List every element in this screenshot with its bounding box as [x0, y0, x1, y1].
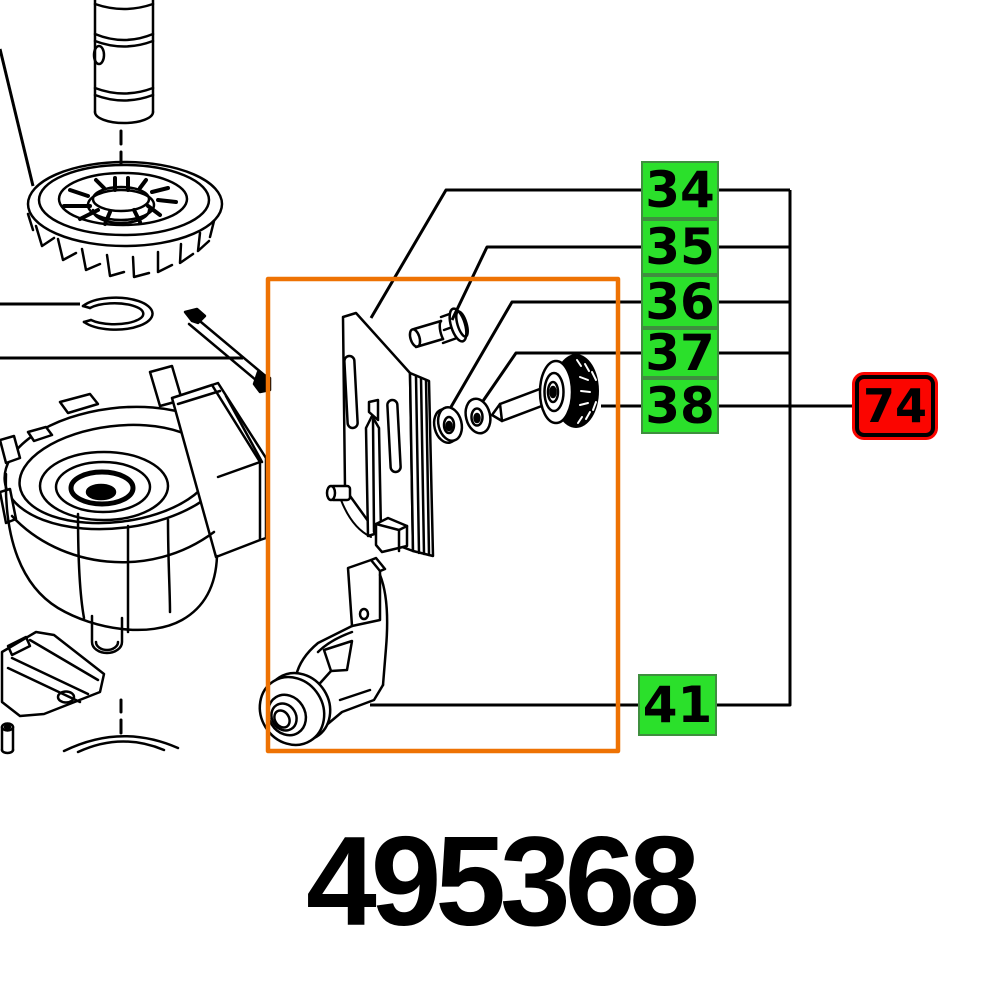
part-callout-38[interactable]: 38 [641, 378, 719, 434]
pin [0, 722, 15, 755]
washer-2 [464, 397, 492, 435]
leader-lines [0, 48, 855, 707]
part-callout-35[interactable]: 35 [641, 219, 719, 275]
bearing-plate [325, 311, 435, 558]
part-callout-36[interactable]: 36 [641, 275, 719, 328]
assembly-callout-74[interactable]: 74 [855, 375, 935, 437]
order-number: 495368 [306, 810, 700, 952]
assembly-callout-label: 74 [862, 379, 927, 433]
part-callout-label: 35 [645, 218, 715, 276]
part-callout-label: 37 [645, 324, 715, 382]
part-callout-34[interactable]: 34 [641, 161, 719, 219]
fan-wheel [26, 160, 224, 279]
pinion-shaft-gear [490, 354, 599, 428]
part-callout-37[interactable]: 37 [641, 328, 719, 378]
part-callout-label: 38 [645, 377, 715, 435]
gear-housing [0, 364, 268, 655]
part-callout-label: 34 [645, 161, 715, 219]
part-callout-label: 36 [645, 272, 715, 331]
screw [408, 307, 469, 349]
part-callout-label: 41 [642, 676, 713, 734]
lower-part-arcs [62, 698, 180, 754]
selection-highlight-box [265, 276, 621, 754]
washer-1 [432, 406, 464, 444]
roller-bracket [258, 556, 389, 747]
part-callout-41[interactable]: 41 [638, 674, 717, 736]
baffle-plate [0, 630, 106, 718]
lever [183, 307, 272, 394]
armature-shaft [92, 0, 155, 125]
retaining-ring [81, 296, 154, 331]
